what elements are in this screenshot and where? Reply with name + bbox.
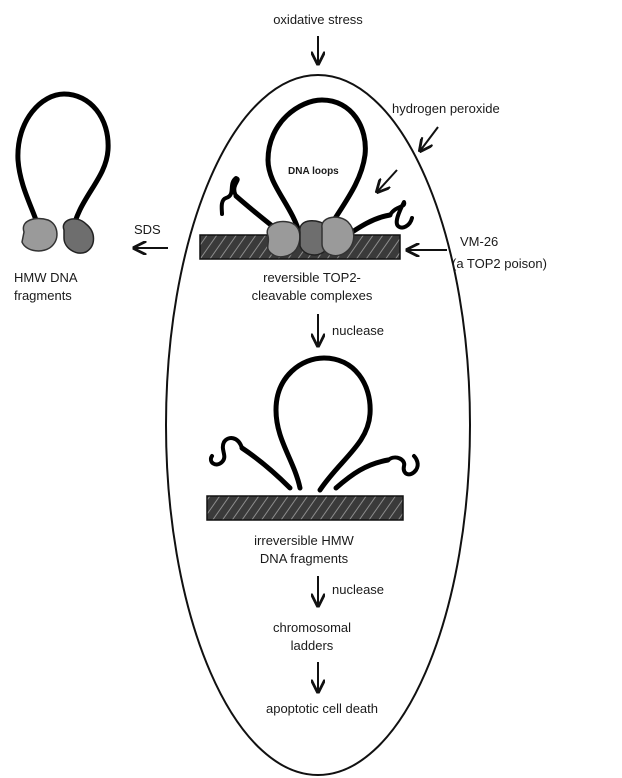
top2-enzymes-top: [267, 217, 354, 257]
label-dna-loops: DNA loops: [288, 166, 339, 177]
arrow-dna-loops: [377, 170, 397, 192]
dna-strand-left-middle: [242, 448, 290, 488]
label-nuclease-1: nuclease: [332, 323, 384, 338]
top2-enzymes-left: [22, 219, 94, 254]
label-hmw-1: HMW DNA: [14, 270, 78, 285]
label-oxidative-stress: oxidative stress: [273, 12, 363, 27]
label-irreversible-2: DNA fragments: [260, 551, 349, 566]
dna-loop-left: [18, 94, 108, 234]
label-apoptotic-cell-death: apoptotic cell death: [266, 701, 378, 716]
label-sds: SDS: [134, 222, 161, 237]
curl-left-top: [222, 178, 238, 214]
nuclear-scaffold-middle: [207, 496, 403, 520]
label-chromosomal-1: chromosomal: [273, 620, 351, 635]
curl-left-middle: [211, 438, 242, 464]
label-nuclease-2: nuclease: [332, 582, 384, 597]
curl-right-middle: [388, 456, 418, 474]
label-vm26: VM-26: [460, 234, 498, 249]
arrow-hydrogen-peroxide: [420, 127, 438, 151]
label-hydrogen-peroxide: hydrogen peroxide: [392, 101, 500, 116]
curl-right-top: [390, 202, 412, 228]
label-reversible-2: cleavable complexes: [252, 288, 373, 303]
label-irreversible-1: irreversible HMW: [254, 533, 354, 548]
label-chromosomal-2: ladders: [291, 638, 334, 653]
label-hmw-2: fragments: [14, 288, 72, 303]
label-reversible-1: reversible TOP2-: [263, 270, 361, 285]
label-vm26-sub: (a TOP2 poison): [452, 256, 547, 271]
